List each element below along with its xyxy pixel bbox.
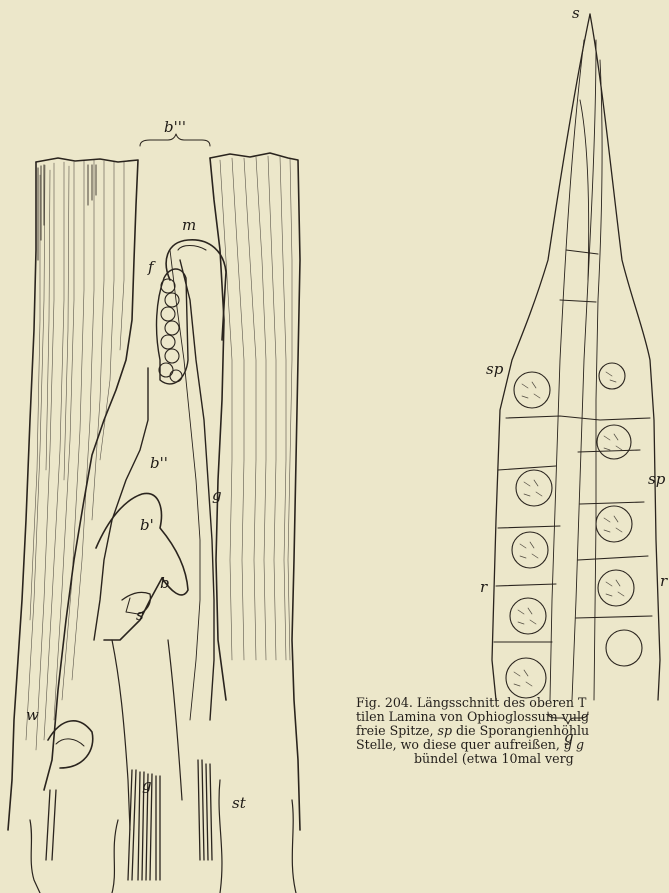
label-w: w bbox=[26, 706, 39, 724]
figure-caption: Fig. 204. Längsschnitt des oberen T tile… bbox=[356, 696, 669, 766]
caption-abbrev-gg: g g bbox=[564, 737, 584, 752]
label-b-triple-prime: b''' bbox=[164, 118, 186, 136]
label-r-left: r bbox=[480, 578, 488, 596]
caption-line-1: Fig. 204. Längsschnitt des oberen T bbox=[356, 696, 669, 710]
label-r-right: r bbox=[660, 572, 668, 590]
label-b-double-prime: b'' bbox=[150, 454, 168, 472]
label-sp-left: sp bbox=[486, 360, 504, 378]
label-s: s bbox=[136, 606, 144, 624]
label-g-lower: g bbox=[142, 776, 152, 794]
label-g-upper: g bbox=[212, 486, 222, 504]
caption-line-2: tilen Lamina von Ophioglossum vulg bbox=[356, 710, 669, 724]
caption-abbrev-sp: sp bbox=[438, 723, 453, 738]
label-sp-right: sp bbox=[648, 470, 666, 488]
caption-line-4: Stelle, wo diese quer aufreißen, g g bbox=[356, 738, 669, 752]
label-m: m bbox=[182, 216, 196, 234]
label-b-prime: b' bbox=[140, 516, 154, 534]
caption-line-3: freie Spitze, sp die Sporangienhöhlu bbox=[356, 724, 669, 738]
label-st: st bbox=[232, 794, 247, 812]
caption-line-5: bündel (etwa 10mal verg bbox=[356, 752, 669, 766]
caption-text: Stelle, wo diese quer aufreißen, bbox=[356, 737, 564, 752]
label-b: b bbox=[160, 574, 170, 592]
label-f: f bbox=[147, 258, 156, 276]
caption-text: die Sporangienhöhlu bbox=[452, 723, 589, 738]
label-s-top: s bbox=[572, 4, 580, 22]
caption-text: freie Spitze, bbox=[356, 723, 438, 738]
